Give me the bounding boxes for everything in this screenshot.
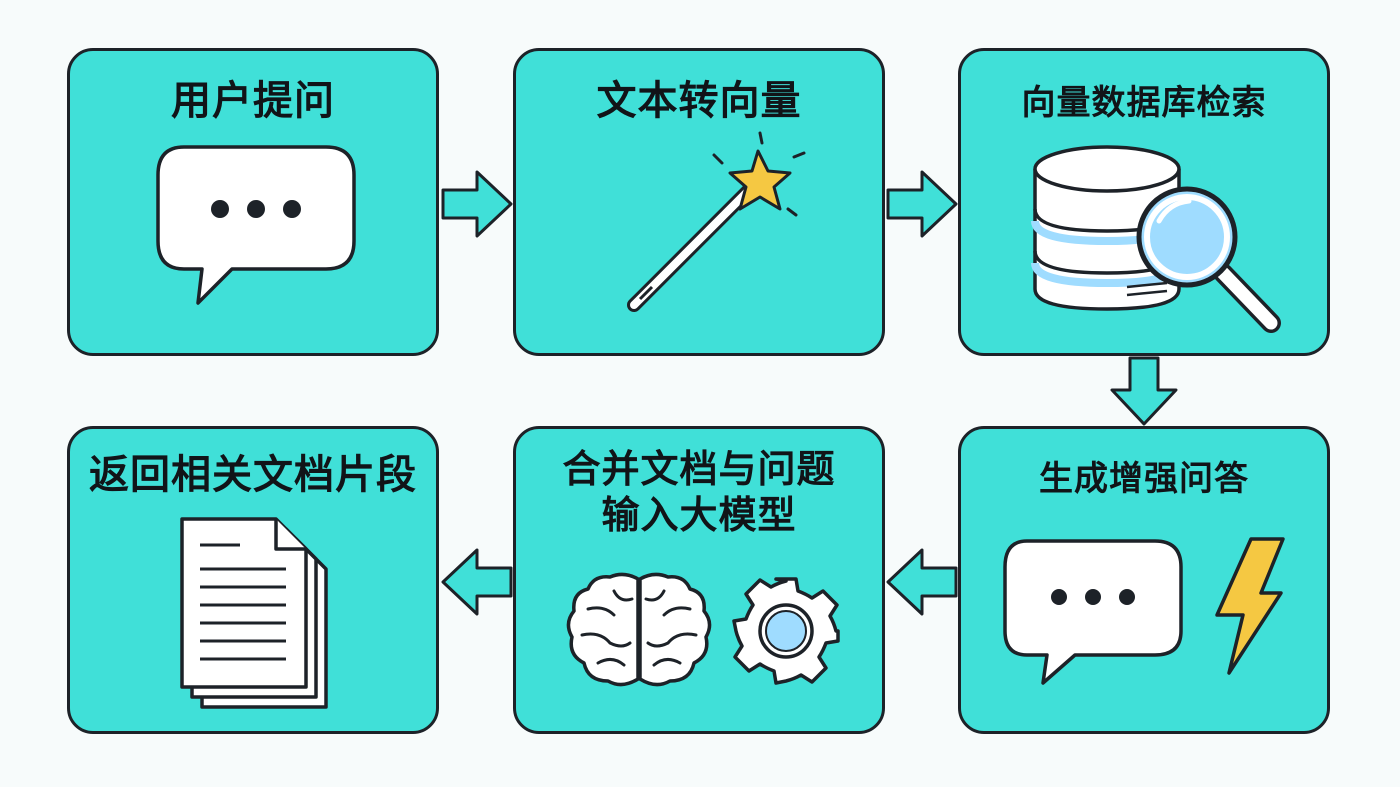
brain-icon — [566, 572, 712, 687]
arrow-right-icon — [886, 170, 958, 238]
step-merge-input: 合并文档与问题输入大模型 — [513, 426, 885, 734]
step-title: 用户提问 — [171, 78, 335, 124]
document-stack-icon — [180, 517, 328, 709]
magic-wand-icon — [627, 131, 806, 312]
arrow-left-icon — [886, 548, 958, 616]
step-generate-answer: 生成增强问答 — [958, 426, 1330, 734]
speech-bubble-icon — [1003, 539, 1183, 685]
arrow-down-icon — [1110, 356, 1178, 426]
step-title: 向量数据库检索 — [1021, 83, 1267, 123]
database-search-icon — [1031, 145, 1281, 333]
step-return-docs: 返回相关文档片段 — [67, 426, 439, 734]
lightning-icon — [1215, 537, 1285, 675]
step-vector-db-search: 向量数据库检索 — [958, 48, 1330, 356]
gear-icon — [732, 577, 840, 685]
step-title: 返回相关文档片段 — [89, 452, 417, 498]
step-title: 生成增强问答 — [1039, 459, 1249, 499]
speech-bubble-icon — [156, 145, 356, 305]
step-title: 合并文档与问题输入大模型 — [562, 447, 836, 537]
step-user-question: 用户提问 — [67, 48, 439, 356]
arrow-right-icon — [441, 170, 513, 238]
step-title: 文本转向量 — [596, 78, 802, 124]
arrow-left-icon — [441, 548, 513, 616]
step-text-to-vector: 文本转向量 — [513, 48, 885, 356]
